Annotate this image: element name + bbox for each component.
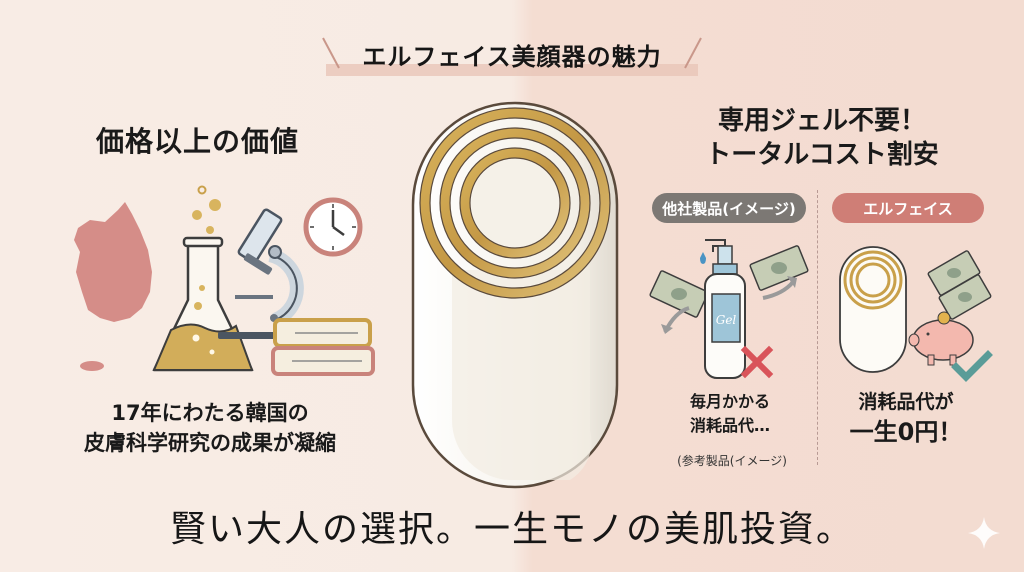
research-illustration — [74, 185, 375, 376]
cross-icon — [740, 345, 774, 379]
money-bill-icon — [927, 250, 992, 320]
elface-caption-line1: 消耗品代が — [858, 391, 954, 413]
elface-caption: 消耗品代が 一生0円！ — [826, 388, 986, 448]
money-bill-icon — [649, 270, 709, 318]
mini-device-icon — [839, 246, 907, 373]
piggy-bank-icon — [908, 311, 974, 366]
other-products-label: 他社製品(イメージ) — [652, 193, 806, 223]
left-section-title: 価格以上の価値 — [96, 125, 300, 158]
bubbles-icon — [192, 185, 221, 234]
clock-icon — [303, 197, 363, 257]
korea-map-icon — [74, 202, 152, 371]
left-section-caption: 17年にわたる韓国の 皮膚科学研究の成果が凝縮 — [60, 398, 360, 458]
left-caption-line2: 皮膚科学研究の成果が凝縮 — [84, 431, 336, 455]
other-caption-line2: 消耗品代… — [689, 416, 770, 435]
right-title-line2: トータルコスト割安 — [705, 140, 939, 170]
right-title-line1: 専用ジェル不要！ — [717, 106, 926, 136]
other-products-note: (参考製品(イメージ) — [677, 454, 787, 468]
other-caption-line1: 毎月かかる — [689, 392, 770, 411]
svg-text:Gel: Gel — [716, 313, 737, 327]
other-products-caption: 毎月かかる 消耗品代… — [660, 390, 800, 438]
beauty-device-icon — [411, 101, 619, 489]
comparison-divider — [817, 190, 818, 465]
flask-icon — [152, 236, 254, 372]
gel-bottle-illustration: Gel — [649, 239, 809, 379]
header-banner: エルフェイス美顔器の魅力 — [312, 32, 712, 76]
books-icon — [271, 318, 375, 376]
arrow-icon — [762, 280, 795, 300]
banner-highlight — [326, 64, 698, 76]
gel-bottle-icon: Gel — [700, 239, 746, 379]
sparkle-icon — [968, 517, 1000, 549]
footer-tagline: 賢い大人の選択。一生モノの美肌投資。 — [169, 509, 854, 550]
elface-caption-line2: 一生0円！ — [849, 418, 963, 446]
elface-savings-illustration — [839, 246, 993, 382]
money-bill-icon — [749, 245, 809, 291]
left-caption-line1: 17年にわたる韓国の — [111, 401, 309, 425]
check-icon — [951, 350, 993, 382]
right-section-title: 専用ジェル不要！ トータルコスト割安 — [672, 104, 972, 172]
page-title: エルフェイス美顔器の魅力 — [362, 42, 662, 71]
elface-label: エルフェイス — [832, 193, 984, 223]
